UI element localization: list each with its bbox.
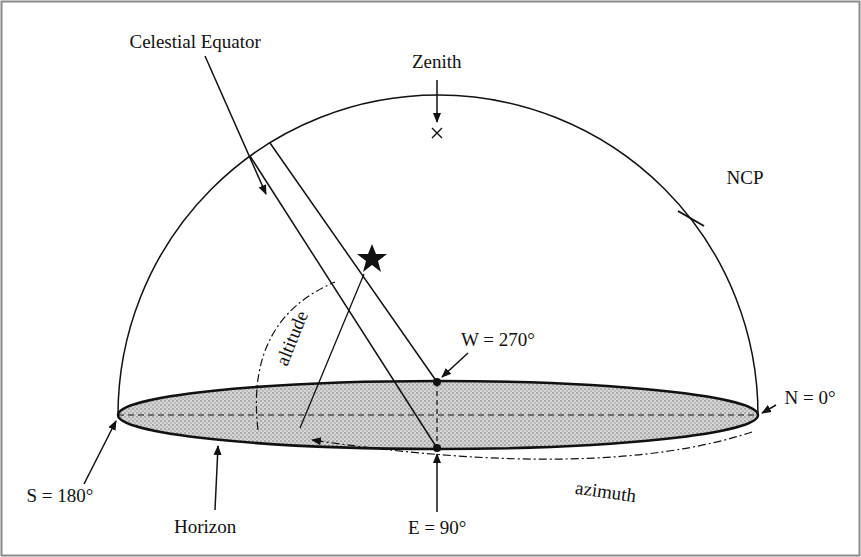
east-west-axis [436, 382, 437, 448]
equator-label: Celestial Equator [130, 32, 261, 53]
horizon-label: Horizon [174, 517, 236, 538]
south-north-axis [118, 414, 758, 415]
horizon-plane [118, 381, 758, 449]
direction-label: E = 90° [408, 518, 466, 539]
leader-arrow [215, 446, 218, 510]
ncp-tick [678, 211, 704, 226]
altitude-arc [256, 282, 335, 430]
direction-label: S = 180° [27, 486, 94, 507]
leader-arrow [84, 421, 116, 484]
leader-arrow [205, 56, 266, 194]
zenith-label: Zenith [412, 52, 462, 73]
leader-arrow [442, 353, 468, 377]
star-symbol [357, 244, 387, 272]
equator-line [270, 143, 437, 382]
equator-line [250, 156, 437, 448]
leader-arrow [762, 405, 776, 413]
altitude-label: altitude [272, 308, 313, 369]
zenith-mark [432, 128, 442, 138]
dome-arc [118, 95, 758, 415]
pole-label: NCP [727, 168, 764, 189]
star-line [300, 274, 364, 428]
direction-label: W = 270° [461, 330, 535, 351]
east-point [433, 444, 441, 452]
leader-arrow [436, 454, 438, 512]
west-point [433, 378, 441, 386]
leader-arrow [436, 80, 438, 122]
direction-label: N = 0° [785, 388, 836, 409]
azimuth-label: azimuth [573, 477, 637, 506]
azimuth-arc [312, 432, 752, 459]
